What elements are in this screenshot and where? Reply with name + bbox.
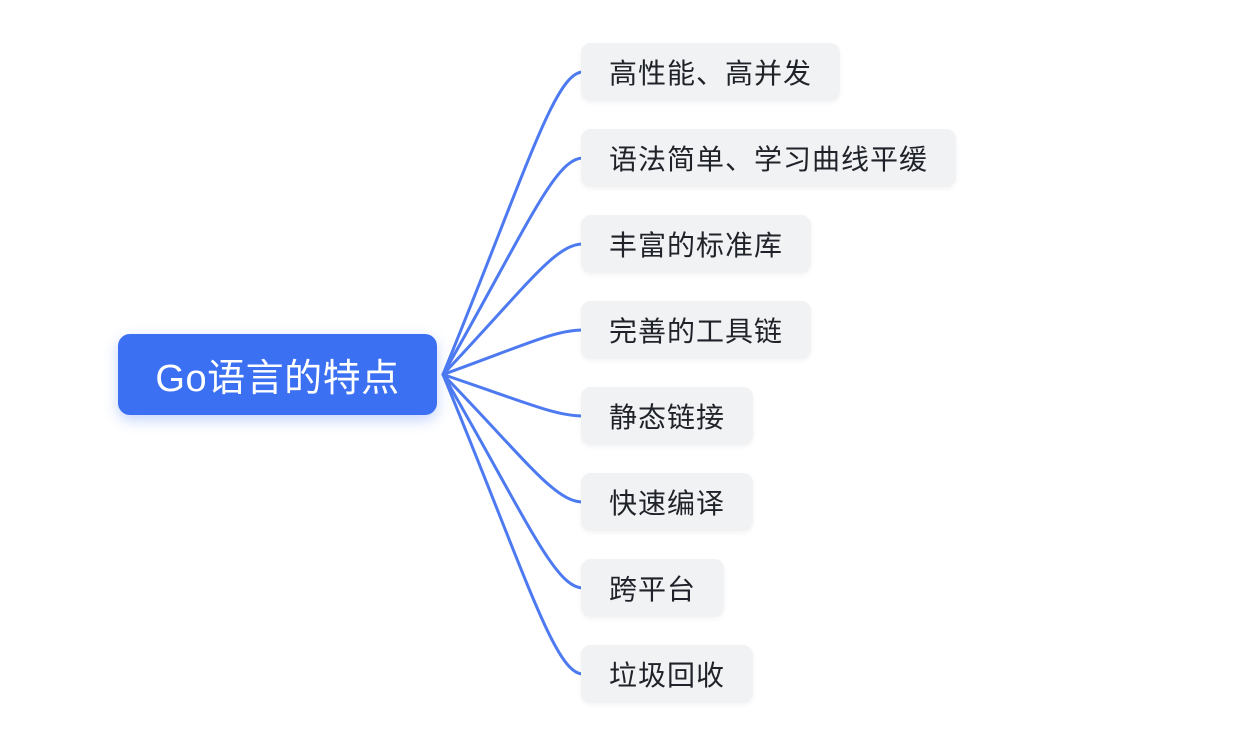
mindmap-edge	[441, 373, 585, 590]
mindmap-edge	[441, 373, 585, 418]
mindmap-child-node[interactable]: 垃圾回收	[581, 645, 753, 703]
mindmap-child-node[interactable]: 高性能、高并发	[581, 43, 840, 101]
mindmap-edge	[441, 373, 585, 504]
mindmap-child-node[interactable]: 快速编译	[581, 473, 753, 531]
mindmap-edge	[441, 156, 585, 376]
mindmap-root-node[interactable]: Go语言的特点	[118, 334, 437, 415]
mindmap-child-node[interactable]: 静态链接	[581, 387, 753, 445]
mindmap-edge	[441, 373, 585, 676]
mindmap-edge	[441, 328, 585, 376]
mindmap-child-node[interactable]: 跨平台	[581, 559, 724, 617]
mindmap-edge	[441, 242, 585, 376]
mindmap-edge	[441, 70, 585, 376]
mindmap-child-node[interactable]: 丰富的标准库	[581, 215, 811, 273]
mindmap-child-node[interactable]: 完善的工具链	[581, 301, 811, 359]
mindmap-child-node[interactable]: 语法简单、学习曲线平缓	[581, 129, 956, 187]
